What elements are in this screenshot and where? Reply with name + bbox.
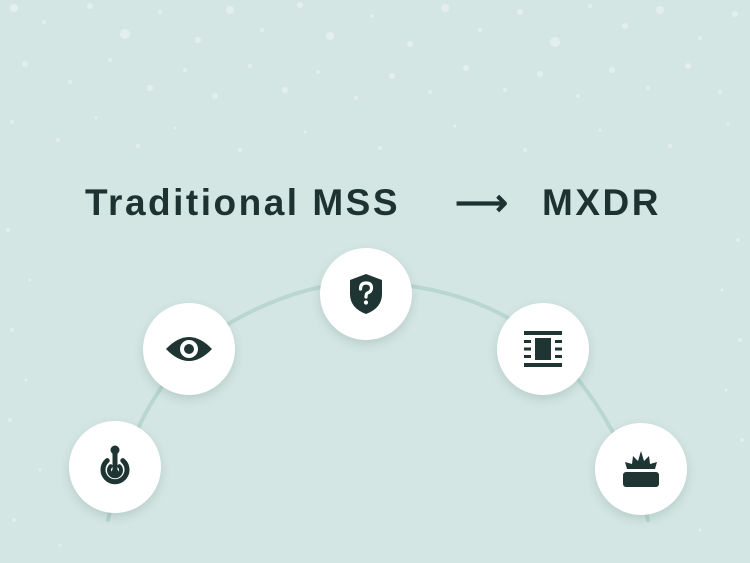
explosion-box-icon — [623, 451, 659, 487]
mxdr-label: MXDR — [542, 182, 661, 223]
node-breach — [595, 423, 687, 515]
node-target — [69, 421, 161, 513]
traditional-mss-label: Traditional MSS — [85, 182, 401, 223]
node-containment — [497, 303, 589, 395]
node-visibility — [143, 303, 235, 395]
filter-frame-icon — [524, 331, 562, 367]
eye-icon — [166, 337, 212, 361]
radar-target-icon — [100, 445, 130, 485]
headline: Traditional MSS ⟶ MXDR — [0, 178, 750, 228]
node-unknown-threat — [320, 248, 412, 340]
shield-question-icon — [350, 274, 382, 314]
right-arrow-icon: ⟶ — [455, 182, 511, 223]
